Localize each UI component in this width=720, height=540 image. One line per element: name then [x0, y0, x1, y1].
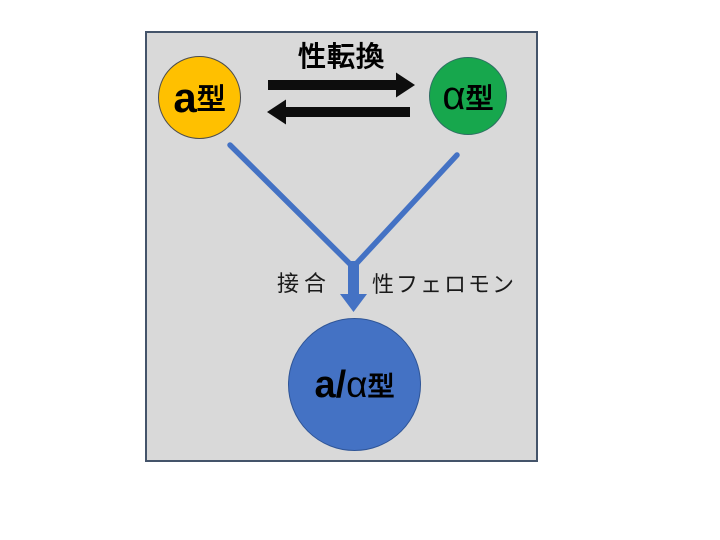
node-a-alpha-type-label-main: a/ — [314, 363, 347, 406]
diagram-title: 性転換 — [297, 41, 385, 72]
mating-arrow-down-icon — [340, 261, 367, 312]
pheromone-label: 性フェロモン — [372, 272, 517, 297]
node-a-alpha-type: a/ α 型 — [288, 318, 421, 451]
conversion-arrow-left-icon — [267, 99, 410, 125]
node-a-type: a 型 — [158, 56, 241, 139]
node-a-type-label-suffix: 型 — [196, 84, 226, 116]
mating-line-right — [353, 152, 460, 267]
node-alpha-type-label-suffix: 型 — [465, 83, 494, 114]
node-alpha-type-label-alpha: α — [442, 74, 466, 118]
node-a-type-label-main: a — [173, 73, 197, 121]
mating-line-left — [227, 142, 353, 267]
node-a-alpha-type-label-suffix: 型 — [367, 372, 395, 402]
node-alpha-type: α 型 — [429, 57, 507, 135]
node-a-alpha-type-label-alpha: α — [346, 364, 368, 405]
conversion-arrow-right-icon — [268, 72, 415, 98]
mating-label: 接合 — [277, 271, 332, 296]
